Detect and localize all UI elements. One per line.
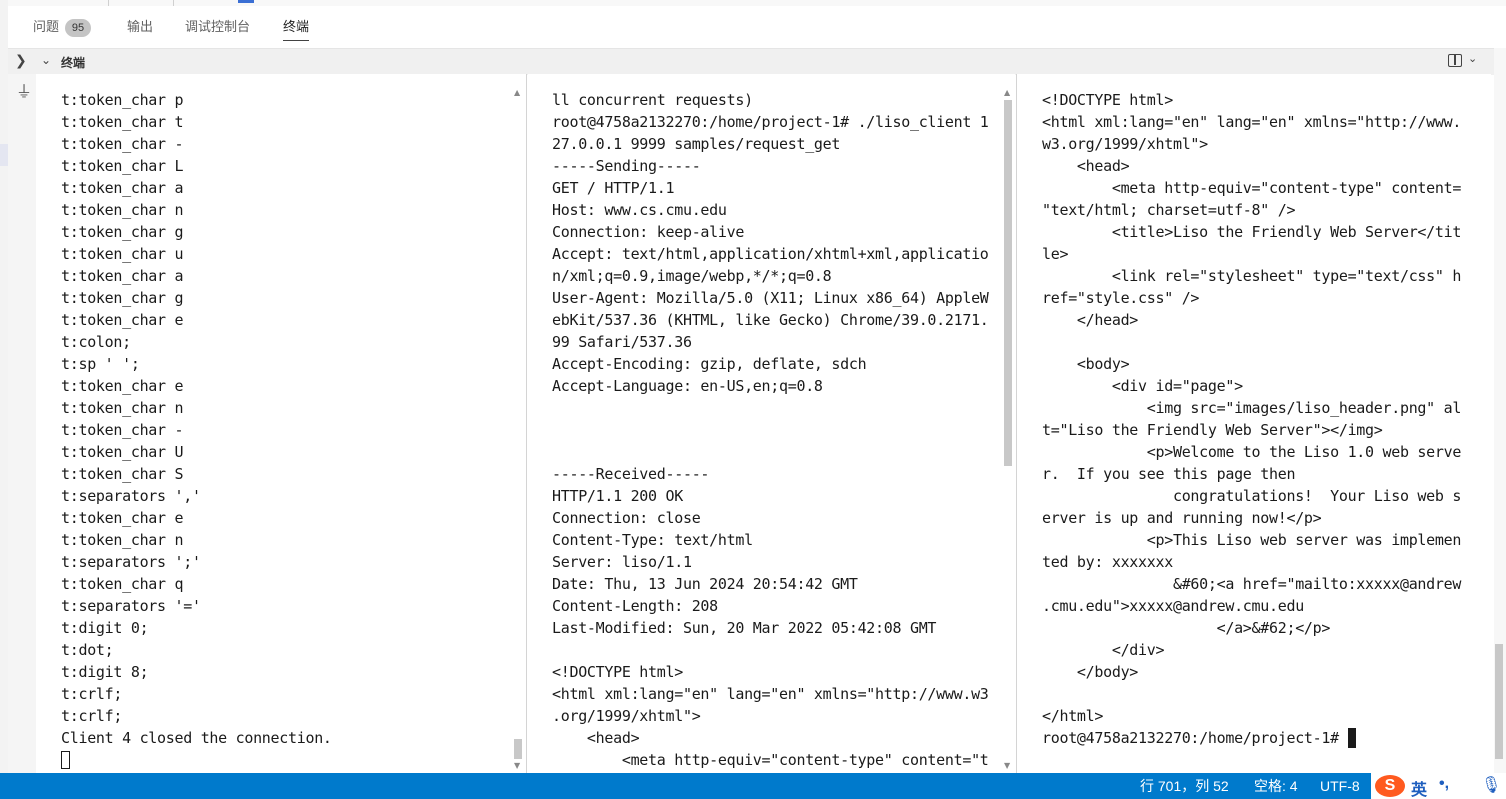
- terminal-side-column: ⏚: [8, 74, 36, 773]
- tab-output-label: 输出: [127, 19, 154, 34]
- tab-output[interactable]: 输出: [127, 18, 153, 40]
- terminal-cursor-left: [61, 751, 70, 769]
- terminal-output-middle: ll concurrent requests) root@4758a213227…: [552, 91, 989, 769]
- sogou-ime-icon[interactable]: S: [1375, 775, 1405, 797]
- scroll-down-icon[interactable]: ▼: [514, 761, 521, 770]
- ime-mode[interactable]: 英: [1411, 782, 1428, 799]
- terminal-output-right: <!DOCTYPE html> <html xml:lang="en" lang…: [1042, 89, 1461, 749]
- panel-tabs: 问题 95 输出 调试控制台 终端: [8, 6, 1506, 48]
- scroll-up-icon[interactable]: ▲: [1004, 88, 1011, 97]
- terminal-text-left: t:token_char p t:token_char t t:token_ch…: [61, 91, 332, 747]
- tab-problems[interactable]: 问题 95: [33, 18, 92, 40]
- pane-divider[interactable]: [1016, 74, 1017, 773]
- terminal-pane-middle[interactable]: ll concurrent requests) root@4758a213227…: [528, 74, 1015, 773]
- scrollbar-thumb[interactable]: [1495, 644, 1503, 759]
- encoding-status[interactable]: UTF-8: [1320, 778, 1360, 794]
- terminal-text-right: <!DOCTYPE html> <html xml:lang="en" lang…: [1042, 91, 1462, 725]
- scrollbar-left[interactable]: ▲ ▼: [512, 88, 524, 773]
- scrollbar-middle[interactable]: ▲ ▼: [1002, 88, 1014, 773]
- plug-icon[interactable]: ⏚: [16, 82, 33, 101]
- tab-debug-console[interactable]: 调试控制台: [185, 18, 250, 40]
- tab-terminal[interactable]: 终端: [283, 18, 310, 41]
- terminal-output-left: t:token_char p t:token_char t t:token_ch…: [61, 89, 332, 771]
- terminal-title[interactable]: 终端: [61, 56, 86, 70]
- scrollbar-thumb[interactable]: [514, 739, 522, 759]
- chevron-right-icon[interactable]: ❯: [15, 53, 27, 69]
- terminal-header: ❯ ⌄ 终端 ⌄: [8, 48, 1506, 75]
- chevron-down-icon[interactable]: ⌄: [1468, 52, 1478, 65]
- indentation-status[interactable]: 空格: 4: [1254, 778, 1298, 794]
- terminal-cursor-right: [1347, 728, 1356, 748]
- pane-divider[interactable]: [526, 74, 527, 773]
- tab-problems-label: 问题: [33, 19, 60, 34]
- terminal-pane-right[interactable]: <!DOCTYPE html> <html xml:lang="en" lang…: [1017, 74, 1491, 773]
- ime-toolbar[interactable]: S 英 •, 🎙: [1371, 773, 1506, 799]
- terminal-pane-left[interactable]: t:token_char p t:token_char t t:token_ch…: [36, 74, 526, 773]
- terminal-prompt: root@4758a2132270:/home/project-1#: [1042, 729, 1348, 747]
- problems-count-badge: 95: [65, 19, 92, 37]
- scroll-down-icon[interactable]: ▼: [1004, 761, 1011, 770]
- cursor-position[interactable]: 行 701，列 52: [1140, 778, 1229, 794]
- split-terminal-icon[interactable]: [1448, 54, 1462, 67]
- scrollbar-right[interactable]: [1494, 48, 1506, 773]
- scroll-up-icon[interactable]: ▲: [514, 88, 521, 97]
- scrollbar-thumb[interactable]: [1004, 100, 1012, 466]
- tab-debug-console-label: 调试控制台: [185, 19, 251, 34]
- microphone-icon[interactable]: 🎙: [1481, 775, 1502, 794]
- gutter-highlight: [0, 144, 8, 166]
- ime-punctuation[interactable]: •,: [1439, 775, 1450, 792]
- tab-terminal-label: 终端: [283, 19, 310, 34]
- chevron-down-icon[interactable]: ⌄: [41, 53, 52, 67]
- status-bar: 行 701，列 52 空格: 4 UTF-8 S 英 •, 🎙: [0, 773, 1506, 799]
